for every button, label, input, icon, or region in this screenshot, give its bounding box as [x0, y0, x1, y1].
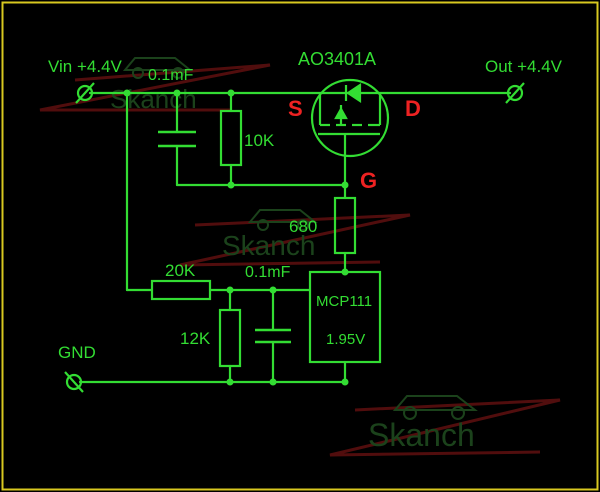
junction-dot [227, 89, 235, 97]
pin-d-label: D [405, 96, 421, 121]
labels: Vin +4.4V Out +4.4V GND AO3401A S D G 0.… [48, 49, 563, 362]
ic-name-label: MCP111 [316, 293, 372, 310]
watermark-text-bottom: Skanch [368, 417, 475, 453]
watermark-top: Skanch [39, 57, 271, 114]
junction-dot [123, 89, 131, 97]
r-20k-label: 20K [165, 261, 196, 280]
junction-dot [227, 181, 235, 189]
resistor-20k [150, 279, 212, 301]
cap-bottom-label: 0.1mF [245, 264, 291, 281]
mosfet-ao3401a [310, 78, 390, 158]
junction-dot [269, 378, 277, 386]
pin-g-label: G [360, 168, 377, 193]
car-icon [392, 395, 478, 420]
vin-label: Vin +4.4V [48, 57, 123, 76]
r-12k-label: 12K [180, 329, 211, 348]
junction-dot [269, 286, 277, 294]
car-icon [122, 57, 193, 79]
resistor-10k [219, 109, 243, 167]
watermark-zigzag-bottom [329, 398, 561, 457]
out-label: Out +4.4V [485, 57, 563, 76]
r-680-label: 680 [289, 217, 317, 236]
watermark-bottom: Skanch [329, 395, 561, 457]
gnd-label: GND [58, 343, 96, 362]
junction-dot [341, 181, 349, 189]
junction-dot [226, 286, 234, 294]
r-10k-label: 10K [244, 131, 275, 150]
car-icon [247, 209, 318, 231]
terminal-gnd[interactable] [64, 371, 84, 393]
terminal-vin[interactable] [75, 82, 95, 104]
capacitor-bottom [255, 328, 291, 344]
cap-top-label: 0.1mF [148, 67, 194, 84]
junctions [123, 89, 349, 386]
junction-dot [341, 378, 349, 386]
pin-s-label: S [288, 96, 303, 121]
mosfet-part-label: AO3401A [298, 49, 376, 69]
ic-voltage-label: 1.95V [326, 331, 365, 348]
terminal-out[interactable] [505, 82, 525, 104]
junction-dot [173, 89, 181, 97]
resistor-680 [333, 196, 357, 255]
capacitor-top [158, 130, 196, 148]
watermark-text-top: Skanch [110, 84, 197, 114]
junction-dot [226, 378, 234, 386]
watermark-text-middle: Skanch [222, 230, 315, 261]
watermark-middle: Skanch [179, 209, 411, 267]
ic-mcp111 [308, 270, 382, 364]
resistor-12k [218, 308, 242, 368]
